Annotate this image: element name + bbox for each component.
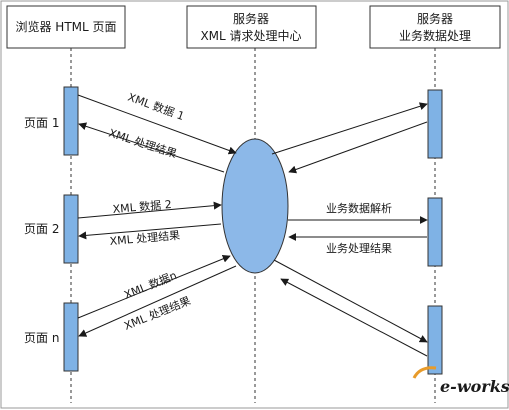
label-xml-data-n: XML 数据n [122,268,179,302]
activation-page-1 [63,86,79,156]
label-biz-result: 业务处理结果 [326,242,392,255]
header-biz-server: 服务器 业务数据处理 [369,5,501,49]
header-biz-server-line2: 业务数据处理 [399,28,471,43]
label-xml-result-1: XML 处理结果 [107,126,178,160]
header-xml-server-line1: 服务器 [233,11,269,26]
arrow-xml-result-n [78,265,237,337]
header-browser-label: 浏览器 HTML 页面 [15,19,116,34]
activation-biz-2 [427,197,443,267]
arrow-xml-data-2 [77,201,222,219]
arrow-xml-data-n [77,255,231,319]
header-biz-server-line1: 服务器 [417,11,453,26]
eworks-logo: e-works [412,366,509,396]
arrow-to-biz-1 [271,102,428,155]
arrow-from-biz-3 [280,278,428,357]
activation-biz-3 [427,305,443,375]
arrow-xml-result-2 [78,223,222,240]
page-label-1: 页面 1 [24,116,59,130]
page-label-n: 页面 n [24,331,59,345]
header-xml-server-line2: XML 请求处理中心 [200,28,301,43]
activation-page-2 [63,194,79,264]
label-biz-parse: 业务数据解析 [326,201,392,215]
header-browser: 浏览器 HTML 页面 [6,5,126,49]
arrow-xml-data-1 [77,94,237,155]
label-xml-data-2: XML 数据 2 [112,197,172,216]
arrow-to-biz-3 [273,259,428,343]
arrow-from-biz-1 [288,121,428,174]
eworks-logo-text: e-works [440,377,509,396]
page-label-2: 页面 2 [24,222,59,236]
arrow-xml-result-1 [78,122,225,173]
activation-page-n [63,302,79,372]
activation-biz-1 [427,89,443,159]
label-xml-data-1: XML 数据 1 [126,90,186,123]
label-xml-result-n: XML 处理结果 [122,294,192,333]
label-xml-result-2: XML 处理结果 [109,229,181,248]
xml-processing-center [221,138,289,274]
header-xml-server: 服务器 XML 请求处理中心 [186,5,317,49]
